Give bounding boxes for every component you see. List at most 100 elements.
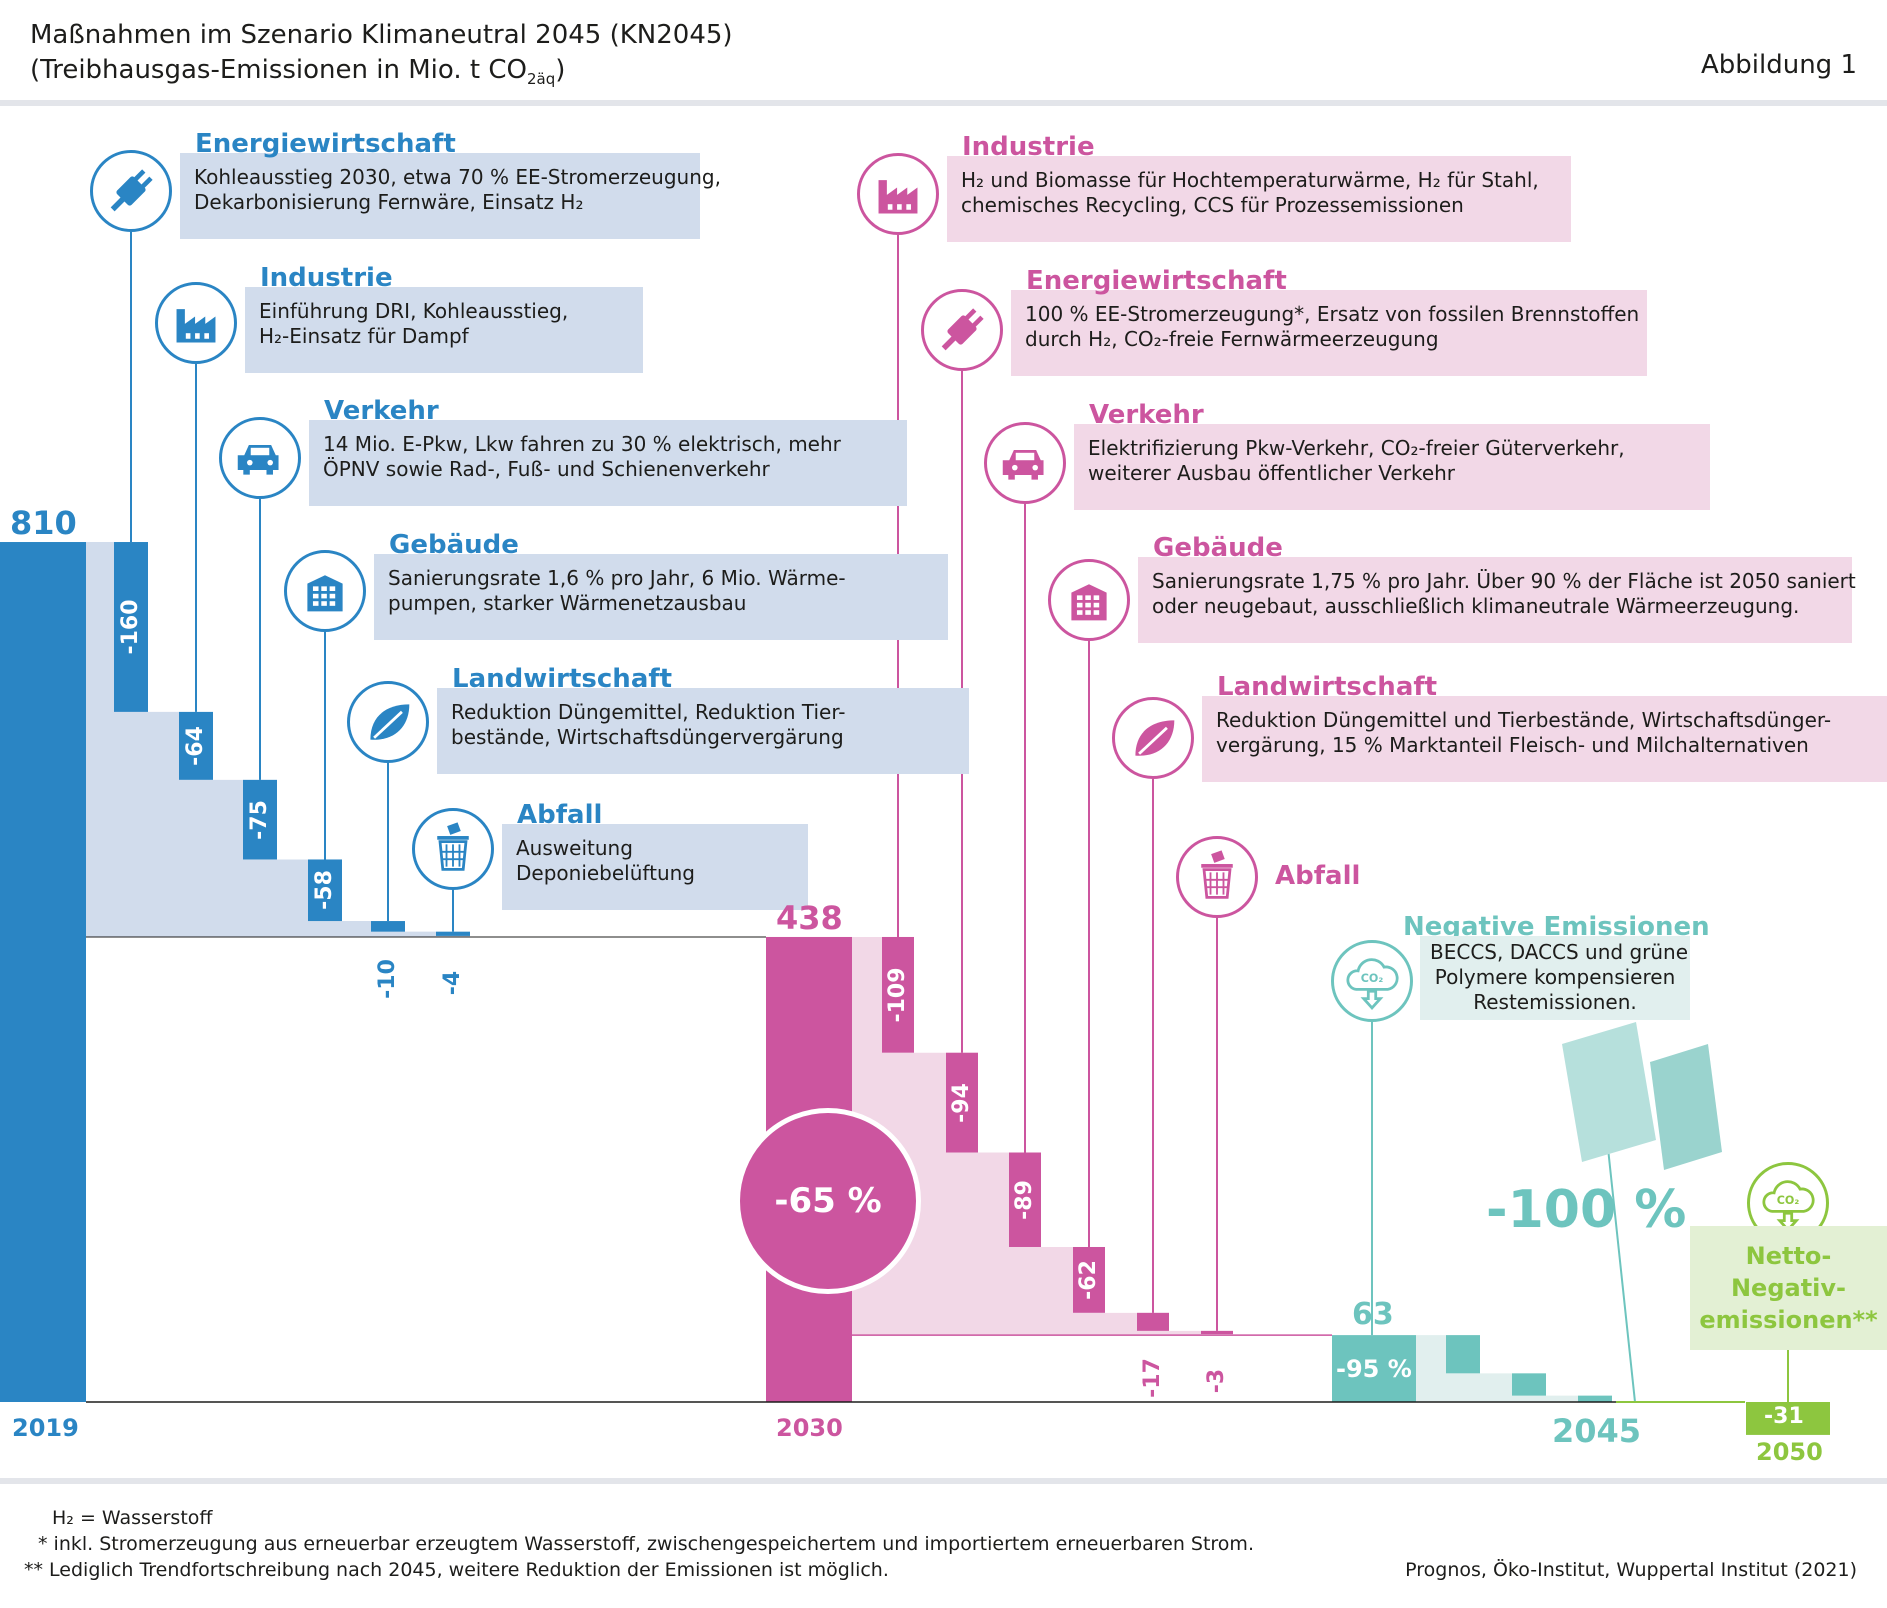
step-bar-2030 [308, 859, 342, 922]
bar-2019 [0, 542, 86, 1402]
bar-2050 [1746, 1402, 1830, 1435]
step-value-label: -58 [312, 870, 337, 911]
step-bar-2045 [1137, 1312, 1169, 1331]
figure-label: Abbildung 1 [1700, 50, 1857, 80]
value-2045: 63 [1352, 1297, 1394, 1333]
measure-box: H₂ und Biomasse für Hochtemperaturwärme,… [947, 156, 1571, 242]
step-value-label: -75 [247, 799, 272, 840]
sector-title: Gebäude [389, 530, 519, 560]
measure-text: Elektrifizierung Pkw-Verkehr, CO₂-freier… [1088, 436, 1625, 460]
negative-text: Restemissionen. [1473, 990, 1637, 1014]
step-value-label: -89 [1012, 1179, 1037, 1220]
step-bar-2050 [1512, 1373, 1546, 1396]
leaf-icon [1112, 697, 1194, 779]
sector-title: Abfall [517, 800, 603, 830]
sector-title: Landwirtschaft [452, 664, 673, 694]
top-rule [0, 100, 1887, 106]
phase2-backdrop [852, 936, 1233, 1336]
waterfall-chart [0, 232, 1830, 1435]
measure-text: bestände, Wirtschaftsdüngervergärung [451, 725, 844, 749]
measure-text: 14 Mio. E-Pkw, Lkw fahren zu 30 % elektr… [323, 432, 841, 456]
step-value-label: -3 [1204, 1368, 1229, 1394]
net-negative-text: Netto- [1745, 1242, 1832, 1270]
step-bar-2030 [371, 921, 405, 932]
value-2019: 810 [10, 504, 77, 543]
trash-icon [412, 808, 494, 890]
car-icon [219, 417, 301, 499]
measure-text: Deponiebelüftung [516, 861, 695, 885]
sector-title: Industrie [260, 263, 393, 293]
step-bar-2045 [1073, 1246, 1105, 1313]
measure-box: Einführung DRI, Kohleausstieg,H₂-Einsatz… [245, 287, 643, 373]
reduction-2045-label: -95 % [1336, 1355, 1412, 1384]
measure-text: weiterer Ausbau öffentlicher Verkehr [1088, 461, 1456, 485]
footnote-h2: H₂ = Wasserstoff [52, 1507, 213, 1529]
measure-text: Sanierungsrate 1,6 % pro Jahr, 6 Mio. Wä… [388, 566, 846, 590]
step-bar-2050 [1578, 1395, 1612, 1402]
building-icon [1048, 559, 1130, 641]
trash-icon [1176, 836, 1258, 918]
flag-panel-back [1562, 1022, 1656, 1162]
sector-title: Industrie [962, 132, 1095, 162]
measure-text: pumpen, starker Wärmenetzausbau [388, 591, 747, 615]
step-value-label: -4 [440, 970, 465, 996]
step-value-label: -160 [118, 599, 143, 655]
year-2045: 2045 [1552, 1412, 1642, 1450]
measure-text: Sanierungsrate 1,75 % pro Jahr. Über 90 … [1152, 569, 1856, 593]
step-value-label: -94 [949, 1082, 974, 1123]
measure-box: Reduktion Düngemittel, Reduktion Tier-be… [437, 688, 969, 774]
step-value-label: -17 [1140, 1357, 1165, 1398]
flag-panel-front [1650, 1044, 1722, 1170]
reduction-100-label: -100 % [1486, 1180, 1687, 1240]
measure-box: Sanierungsrate 1,75 % pro Jahr. Über 90 … [1138, 557, 1856, 643]
value-2050: -31 [1764, 1404, 1804, 1429]
measure-box: 100 % EE-Stromerzeugung*, Ersatz von fos… [1011, 290, 1647, 376]
measure-text: Reduktion Düngemittel und Tierbestände, … [1216, 708, 1832, 732]
flag-pole [1604, 1119, 1636, 1403]
car-icon [984, 422, 1066, 504]
footnote-double-star: ** Lediglich Trendfortschreibung nach 20… [24, 1559, 889, 1581]
sector-title: Verkehr [324, 396, 439, 426]
measure-box: Kohleausstieg 2030, etwa 70 % EE-Stromer… [180, 153, 721, 239]
sector-title: Abfall [1275, 861, 1361, 891]
step-bar-2045 [1201, 1330, 1233, 1335]
measure-text: Einführung DRI, Kohleausstieg, [259, 299, 569, 323]
measure-text: H₂ und Biomasse für Hochtemperaturwärme,… [961, 168, 1539, 192]
net-negative-box: Netto- Negativ-emissionen** [1690, 1226, 1887, 1350]
step-bar-2045 [946, 1052, 978, 1153]
year-2050: 2050 [1756, 1438, 1823, 1466]
year-2019: 2019 [12, 1414, 79, 1442]
sector-title: Gebäude [1153, 533, 1283, 563]
sector-title: Verkehr [1089, 400, 1204, 430]
step-value-label: -62 [1076, 1260, 1101, 1300]
phase1-backdrop [86, 542, 470, 937]
measure-text: Dekarbonisierung Fernwäre, Einsatz H₂ [194, 190, 584, 214]
measure-box: 14 Mio. E-Pkw, Lkw fahren zu 30 % elektr… [309, 420, 907, 506]
net-negative-text: Negativ- [1730, 1274, 1847, 1302]
factory-icon [857, 153, 939, 235]
measure-text: Ausweitung [516, 836, 633, 860]
svg-text:CO₂: CO₂ [1361, 972, 1384, 985]
step-value-label: -109 [885, 967, 910, 1023]
svg-text:CO₂: CO₂ [1777, 1194, 1800, 1207]
bottom-rule [0, 1478, 1887, 1484]
step-bar-2030 [436, 931, 470, 936]
bar-2045 [1332, 1335, 1416, 1402]
measure-text: chemisches Recycling, CCS für Prozessemi… [961, 193, 1464, 217]
sector-title: Energiewirtschaft [195, 129, 456, 159]
step-bar-2030 [243, 779, 277, 860]
plug-icon [921, 289, 1003, 371]
measure-text: vergärung, 15 % Marktanteil Fleisch- und… [1216, 733, 1809, 757]
leaf-icon [347, 681, 429, 763]
measure-text: 100 % EE-Stromerzeugung*, Ersatz von fos… [1025, 302, 1640, 326]
reduction-2030-circle: -65 % [735, 1108, 921, 1294]
chart-title: Maßnahmen im Szenario Klimaneutral 2045 … [30, 18, 733, 97]
source-note: Prognos, Öko-Institut, Wuppertal Institu… [1405, 1559, 1857, 1581]
step-value-label: -64 [183, 725, 208, 766]
value-2030: 438 [776, 898, 843, 937]
measure-box: Reduktion Düngemittel und Tierbestände, … [1202, 696, 1887, 782]
step-bar-2030 [179, 711, 213, 780]
phase3-backdrop [1416, 1335, 1612, 1402]
sector-title: Landwirtschaft [1217, 672, 1438, 702]
net-negative-text: emissionen** [1699, 1306, 1878, 1334]
